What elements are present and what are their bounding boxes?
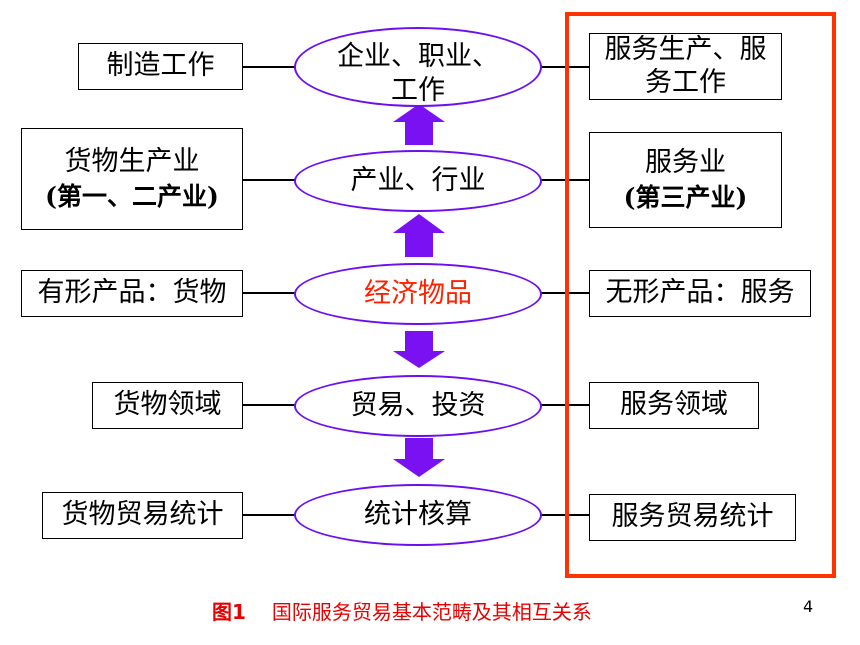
right-box-service-trade-statistics: 服务贸易统计 bbox=[589, 494, 796, 541]
down-arrow bbox=[393, 331, 445, 368]
left-box-label: 制造工作 bbox=[106, 50, 215, 82]
ellipse-label: 工作 bbox=[391, 75, 445, 106]
left-box-label: 货物贸易统计 bbox=[61, 499, 224, 531]
right-box-intangible-services: 无形产品：服务 bbox=[589, 270, 811, 317]
left-box-tangible-goods: 有形产品：货物 bbox=[21, 270, 243, 317]
right-box-label: 服务贸易统计 bbox=[611, 501, 774, 533]
ellipse-label: 统计核算 bbox=[364, 499, 472, 531]
left-box-label: 货物领域 bbox=[113, 389, 222, 421]
figure-title: 国际服务贸易基本范畴及其相互关系 bbox=[271, 600, 592, 624]
services-highlight-frame bbox=[565, 12, 836, 578]
right-box-label: 无形产品：服务 bbox=[605, 277, 795, 309]
ellipse-label: 企业、职业、 bbox=[337, 41, 499, 73]
right-box-service-production: 服务生产、服 务工作 bbox=[589, 33, 782, 100]
right-box-sublabel: (第三产业) bbox=[623, 183, 748, 213]
page-number: 4 bbox=[803, 597, 814, 616]
left-box-label: 有形产品：货物 bbox=[37, 277, 227, 309]
left-box-manufacturing-work: 制造工作 bbox=[78, 43, 243, 90]
right-box-service-sector: 服务领域 bbox=[589, 382, 759, 429]
right-box-service-industry: 服务业 (第三产业) bbox=[589, 132, 782, 228]
center-ellipse-trade-investment: 贸易、投资 bbox=[294, 375, 542, 437]
up-arrow bbox=[393, 104, 445, 145]
center-ellipse-industry: 产业、行业 bbox=[294, 150, 542, 212]
right-box-label: 务工作 bbox=[645, 66, 726, 98]
ellipse-label: 贸易、投资 bbox=[350, 390, 486, 422]
right-box-label: 服务领域 bbox=[620, 389, 728, 421]
left-box-label: 货物生产业 bbox=[64, 145, 200, 177]
figure-number: 图1 bbox=[212, 600, 246, 624]
left-box-goods-sector: 货物领域 bbox=[92, 382, 243, 429]
left-box-sublabel: (第一、二产业) bbox=[45, 182, 219, 212]
ellipse-label: 产业、行业 bbox=[350, 165, 486, 197]
right-box-label: 服务生产、服 bbox=[604, 34, 767, 66]
center-ellipse-economic-goods: 经济物品 bbox=[294, 263, 542, 325]
left-box-goods-production: 货物生产业 (第一、二产业) bbox=[21, 128, 243, 230]
down-arrow bbox=[393, 438, 445, 477]
up-arrow bbox=[393, 214, 445, 257]
ellipse-label: 经济物品 bbox=[364, 278, 472, 310]
right-box-label: 服务业 bbox=[645, 146, 726, 178]
center-ellipse-statistical-accounting: 统计核算 bbox=[294, 484, 542, 546]
center-ellipse-enterprise-occupation: 企业、职业、 工作 bbox=[294, 27, 542, 107]
left-box-goods-trade-statistics: 货物贸易统计 bbox=[42, 492, 243, 539]
figure-caption: 图1 国际服务贸易基本范畴及其相互关系 bbox=[212, 596, 592, 625]
